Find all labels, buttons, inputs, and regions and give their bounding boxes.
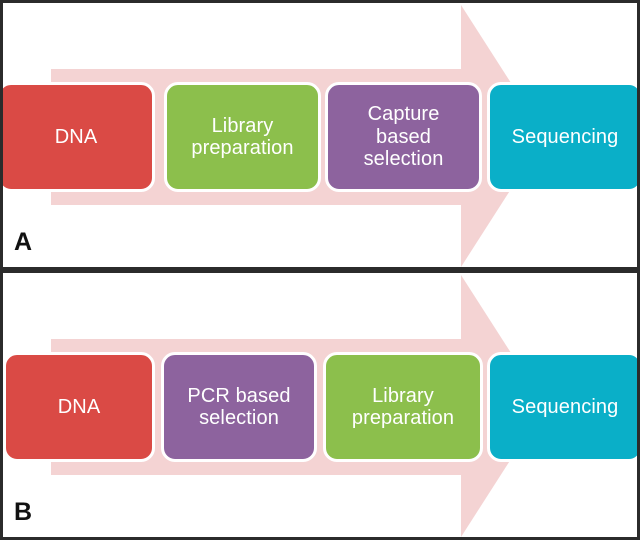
panel-a: DNA Library preparation Capture based se… [0, 0, 640, 270]
process-box-dna[interactable]: DNA [3, 82, 155, 192]
process-box-label: Sequencing [511, 125, 619, 148]
process-box-pcr-based-selection[interactable]: PCR based selection [161, 352, 317, 462]
process-box-sequencing[interactable]: Sequencing [487, 82, 637, 192]
process-box-label: Capture based selection [363, 103, 444, 171]
panel-b: DNA PCR based selection Library preparat… [0, 270, 640, 540]
panel-label-a: A [14, 228, 33, 256]
process-box-label: Library preparation [191, 114, 294, 159]
process-box-library-preparation[interactable]: Library preparation [323, 352, 483, 462]
panel-label-b: B [14, 498, 33, 526]
process-box-label: DNA [57, 395, 101, 418]
process-box-sequencing[interactable]: Sequencing [487, 352, 637, 462]
process-box-label: PCR based selection [187, 384, 291, 429]
process-box-capture-based-selection[interactable]: Capture based selection [325, 82, 482, 192]
process-box-label: DNA [54, 125, 98, 148]
process-box-dna[interactable]: DNA [3, 352, 155, 462]
panel-a-content: DNA Library preparation Capture based se… [3, 3, 637, 267]
process-box-label: Sequencing [511, 395, 619, 418]
process-box-label: Library preparation [351, 384, 455, 429]
panel-b-content: DNA PCR based selection Library preparat… [3, 273, 637, 537]
process-box-library-preparation[interactable]: Library preparation [164, 82, 321, 192]
